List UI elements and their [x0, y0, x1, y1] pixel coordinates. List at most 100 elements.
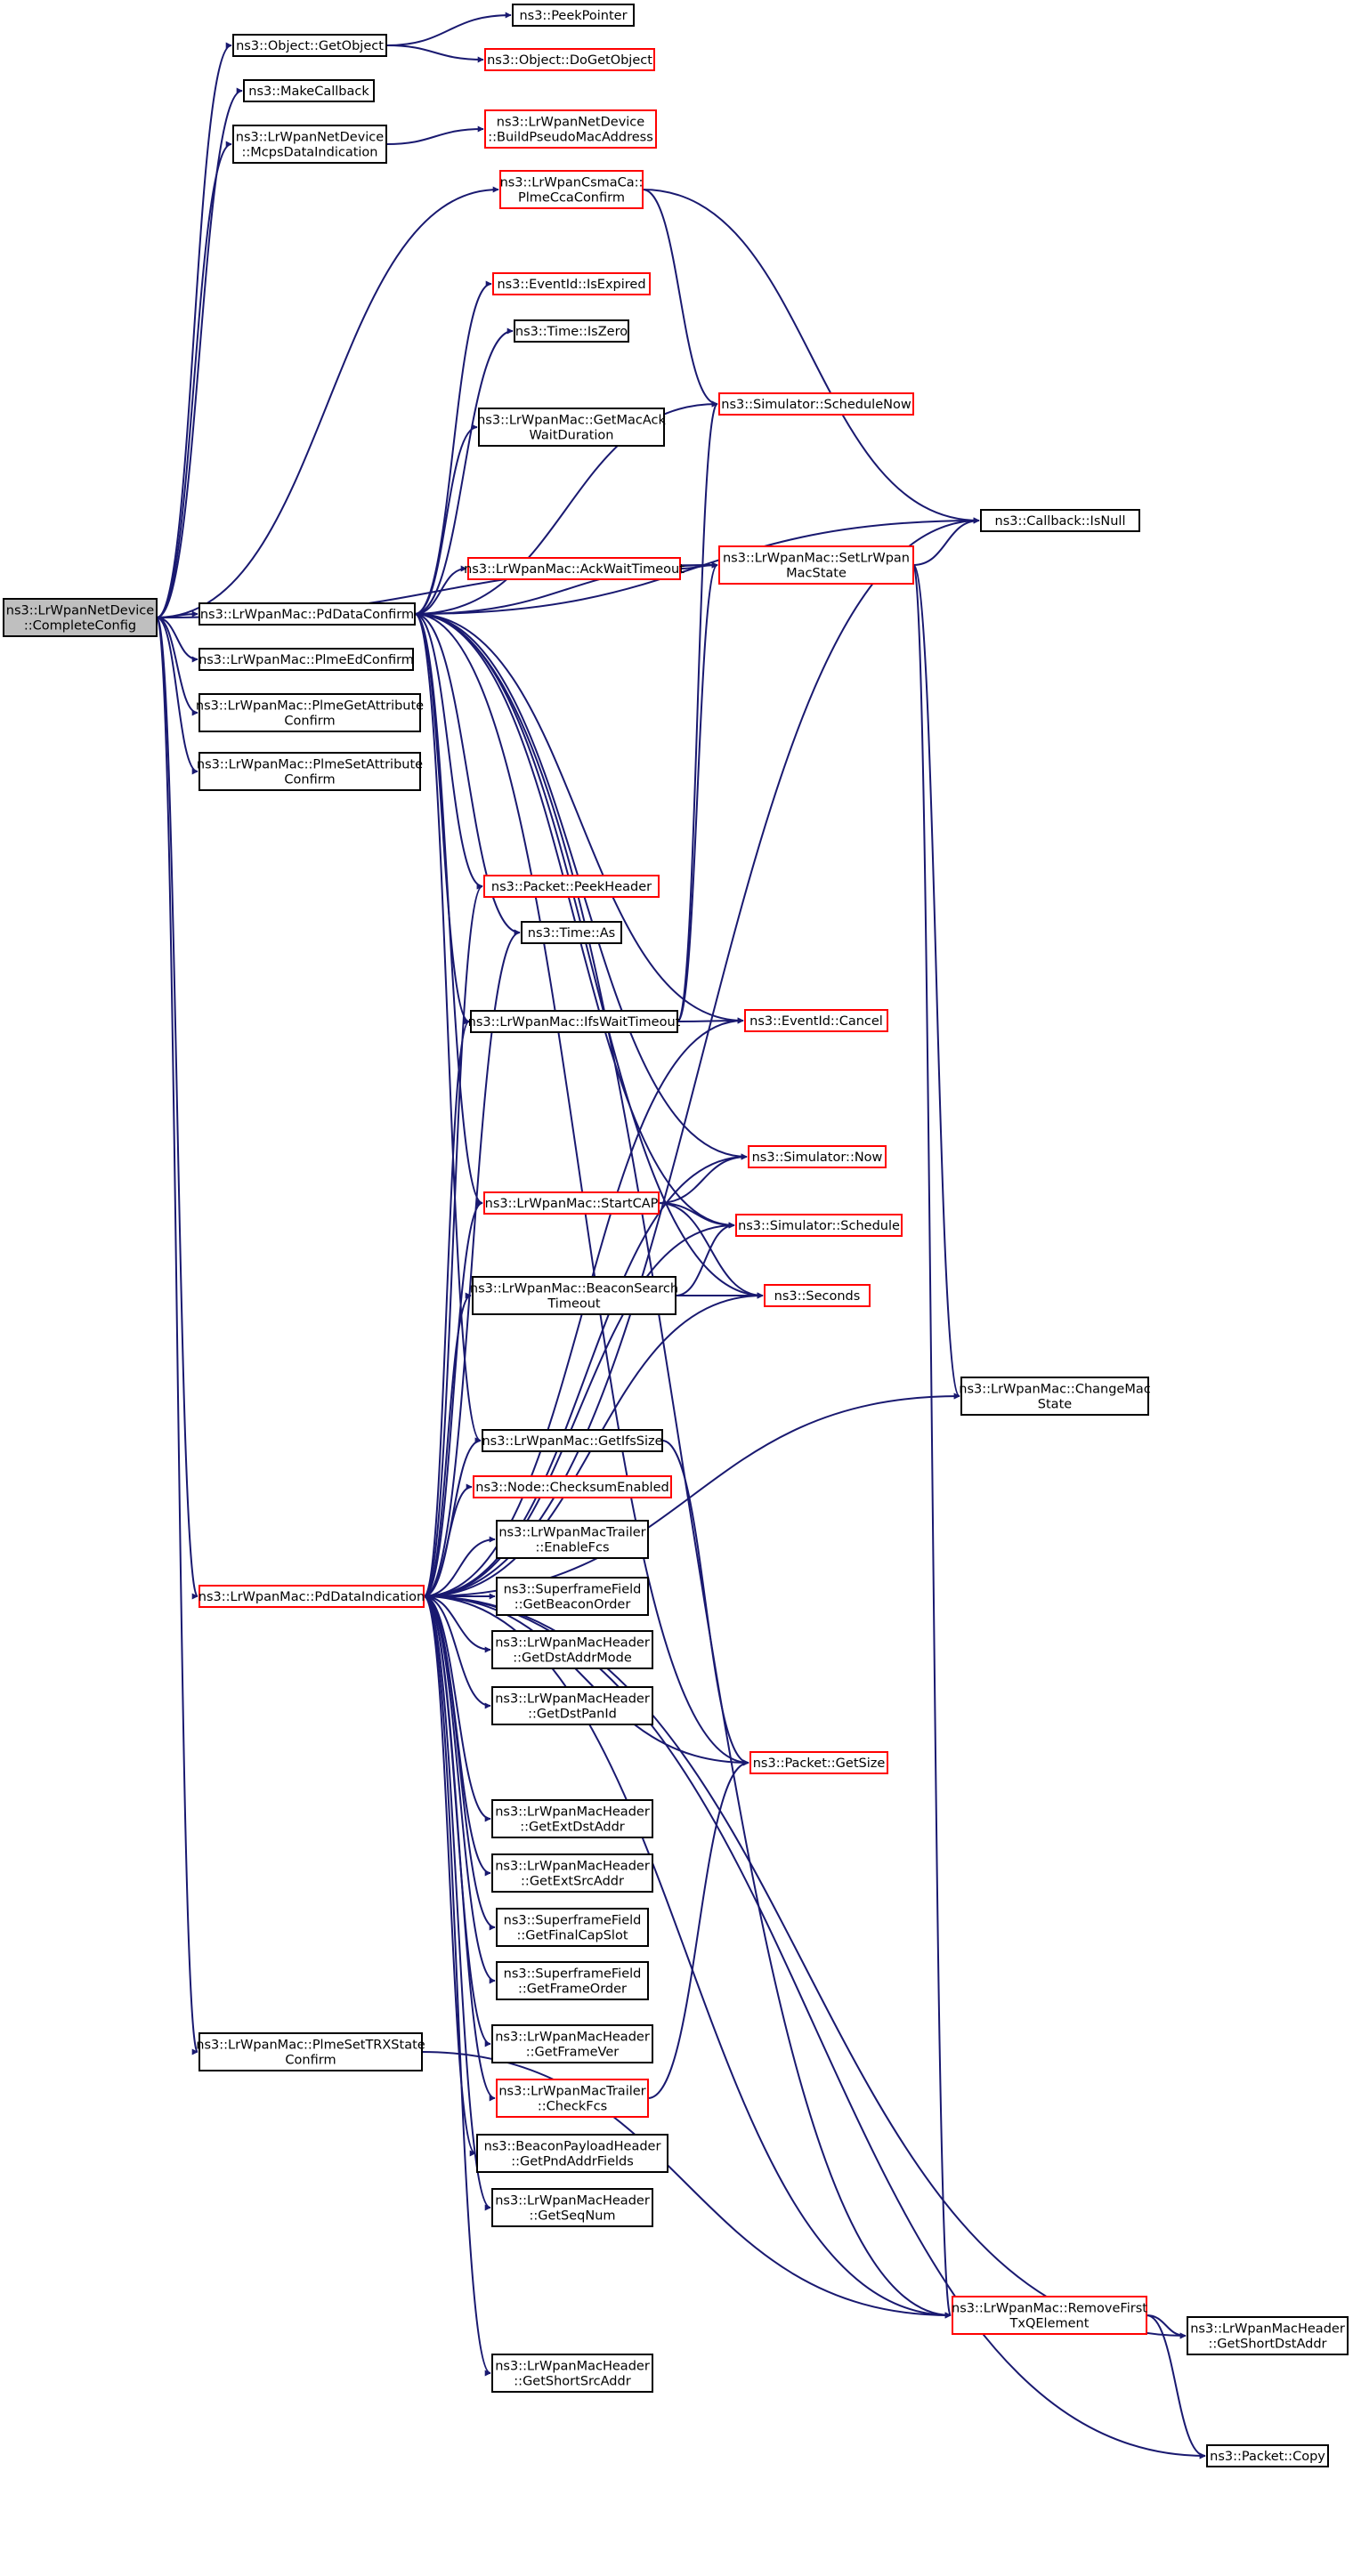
- node-plme-ed-confirm[interactable]: ns3::LrWpanMac::PlmeEdConfirm: [198, 648, 414, 671]
- node-pd-data-confirm[interactable]: ns3::LrWpanMac::PdDataConfirm: [198, 602, 416, 626]
- node-box: [491, 2354, 653, 2393]
- edge-set_lrwpan_mac_state-to-remove_first_tx_q: [912, 564, 952, 2318]
- edge-pd_data_indication-to-checksum_enabled: [423, 1483, 473, 1597]
- node-label: ns3::Packet::Copy: [1210, 2450, 1325, 2464]
- node-make-callback[interactable]: ns3::MakeCallback: [243, 79, 375, 102]
- node-get-seq-num[interactable]: ns3::LrWpanMacHeader::GetSeqNum: [491, 2188, 653, 2227]
- node-start-cap[interactable]: ns3::LrWpanMac::StartCAP: [483, 1191, 660, 1215]
- node-label: ns3::LrWpanMac::IfsWaitTimeout: [468, 1015, 681, 1030]
- node-label: ns3::LrWpanMacHeader: [495, 1860, 650, 1874]
- node-label: ns3::LrWpanMacHeader: [495, 2194, 650, 2209]
- node-label: ns3::LrWpanMac::PlmeSetAttribute: [197, 758, 423, 772]
- edge-complete_config-to-plme_set_trx_state_confirm: [156, 617, 198, 2055]
- edge-pd_data_confirm-to-simulator_schedule: [414, 613, 735, 1229]
- node-get-pnd-addr-fields[interactable]: ns3::BeaconPayloadHeader::GetPndAddrFiel…: [476, 2134, 668, 2173]
- edge-pd_data_indication-to-check_fcs: [423, 1595, 496, 2102]
- node-plme-cca-confirm[interactable]: ns3::LrWpanCsmaCa::PlmeCcaConfirm: [499, 170, 644, 209]
- node-ack-wait-timeout[interactable]: ns3::LrWpanMac::AckWaitTimeout: [464, 557, 685, 580]
- node-box: [491, 2024, 653, 2063]
- node-label: ::GetShortDstAddr: [1209, 2338, 1327, 2352]
- node-label: ns3::Object::GetObject: [236, 39, 384, 53]
- node-box: [749, 1751, 888, 1774]
- node-schedule-now[interactable]: ns3::Simulator::ScheduleNow: [718, 392, 914, 416]
- node-event-cancel[interactable]: ns3::EventId::Cancel: [744, 1009, 888, 1032]
- node-checksum-enabled[interactable]: ns3::Node::ChecksumEnabled: [473, 1475, 672, 1498]
- node-get-ext-src-addr[interactable]: ns3::LrWpanMacHeader::GetExtSrcAddr: [491, 1853, 653, 1893]
- edge-pd_data_indication-to-get_seq_num: [423, 1595, 491, 2211]
- node-box: [952, 2296, 1147, 2335]
- node-box: [478, 408, 665, 447]
- function-nodes: ns3::LrWpanNetDevice::CompleteConfigns3:…: [3, 4, 1349, 2467]
- node-mcps-data-indication[interactable]: ns3::LrWpanNetDevice::McpsDataIndication: [232, 125, 387, 164]
- node-ifs-wait-timeout[interactable]: ns3::LrWpanMac::IfsWaitTimeout: [468, 1010, 681, 1033]
- node-label: ::BuildPseudoMacAddress: [488, 131, 653, 145]
- node-box: [232, 34, 387, 57]
- node-label: ::GetFrameOrder: [518, 1982, 627, 1997]
- node-get-ext-dst-addr[interactable]: ns3::LrWpanMacHeader::GetExtDstAddr: [491, 1799, 653, 1838]
- edge-pd_data_confirm-to-time_is_zero: [414, 327, 514, 615]
- node-label: WaitDuration: [530, 429, 614, 443]
- node-box: [232, 125, 387, 164]
- node-get-short-src-addr[interactable]: ns3::LrWpanMacHeader::GetShortSrcAddr: [491, 2354, 653, 2393]
- node-build-pseudo-mac[interactable]: ns3::LrWpanNetDevice::BuildPseudoMacAddr…: [484, 109, 657, 149]
- node-seconds[interactable]: ns3::Seconds: [764, 1284, 871, 1307]
- node-packet-get-size[interactable]: ns3::Packet::GetSize: [749, 1751, 888, 1774]
- node-get-ifs-size[interactable]: ns3::LrWpanMac::GetIfsSize: [482, 1429, 663, 1452]
- node-box: [476, 2134, 668, 2173]
- edge-get_object-to-do_get_object: [385, 44, 484, 63]
- edge-complete_config-to-plme_ed_confirm: [156, 617, 198, 663]
- node-box: [521, 921, 622, 944]
- edge-pd_data_confirm-to-time_as: [414, 613, 521, 936]
- node-get-dst-addr-mode[interactable]: ns3::LrWpanMacHeader::GetDstAddrMode: [491, 1630, 653, 1669]
- node-event-is-expired[interactable]: ns3::EventId::IsExpired: [492, 272, 651, 295]
- node-box: [198, 602, 416, 626]
- node-label: MacState: [786, 567, 847, 581]
- node-label: ns3::Time::IsZero: [515, 325, 628, 339]
- node-box: [198, 1585, 425, 1608]
- node-simulator-now[interactable]: ns3::Simulator::Now: [748, 1145, 887, 1168]
- node-get-dst-pan-id[interactable]: ns3::LrWpanMacHeader::GetDstPanId: [491, 1686, 653, 1725]
- node-do-get-object[interactable]: ns3::Object::DoGetObject: [484, 48, 655, 71]
- node-box: [514, 319, 629, 343]
- node-enable-fcs[interactable]: ns3::LrWpanMacTrailer::EnableFcs: [496, 1520, 649, 1559]
- node-get-object[interactable]: ns3::Object::GetObject: [232, 34, 387, 57]
- edge-pd_data_indication-to-time_as: [423, 929, 521, 1597]
- node-box: [491, 2188, 653, 2227]
- node-check-fcs[interactable]: ns3::LrWpanMacTrailer::CheckFcs: [496, 2079, 649, 2118]
- node-packet-peek-header[interactable]: ns3::Packet::PeekHeader: [483, 875, 660, 898]
- node-label: ::GetExtSrcAddr: [521, 1875, 624, 1889]
- edge-pd_data_indication-to-get_frame_order: [423, 1595, 496, 1984]
- node-box: [748, 1145, 887, 1168]
- node-callback-is-null[interactable]: ns3::Callback::IsNull: [980, 509, 1140, 532]
- node-box: [491, 1630, 653, 1669]
- node-get-frame-order[interactable]: ns3::SuperframeField::GetFrameOrder: [496, 1961, 649, 2000]
- edge-pd_data_indication-to-beacon_search_timeout: [423, 1292, 472, 1597]
- node-box: [496, 1577, 649, 1616]
- node-complete-config[interactable]: ns3::LrWpanNetDevice::CompleteConfig: [3, 598, 158, 637]
- node-packet-copy[interactable]: ns3::Packet::Copy: [1206, 2444, 1329, 2467]
- node-simulator-schedule[interactable]: ns3::Simulator::Schedule: [735, 1214, 903, 1237]
- node-label: ns3::Packet::PeekHeader: [491, 880, 652, 894]
- node-get-beacon-order[interactable]: ns3::SuperframeField::GetBeaconOrder: [496, 1577, 649, 1616]
- node-label: ns3::LrWpanMacHeader: [495, 2031, 650, 2045]
- edge-pd_data_indication-to-simulator_now: [423, 1153, 748, 1597]
- node-get-frame-ver[interactable]: ns3::LrWpanMacHeader::GetFrameVer: [491, 2024, 653, 2063]
- node-get-short-dst-addr[interactable]: ns3::LrWpanMacHeader::GetShortDstAddr: [1187, 2316, 1349, 2355]
- node-label: ns3::LrWpanMacHeader: [495, 2360, 650, 2374]
- node-pd-data-indication[interactable]: ns3::LrWpanMac::PdDataIndication: [198, 1585, 425, 1608]
- node-box: [470, 1010, 678, 1033]
- edge-ifs_wait_timeout-to-schedule_now: [676, 400, 718, 1022]
- node-get-final-cap-slot[interactable]: ns3::SuperframeField::GetFinalCapSlot: [496, 1908, 649, 1947]
- node-time-as[interactable]: ns3::Time::As: [521, 921, 622, 944]
- node-time-is-zero[interactable]: ns3::Time::IsZero: [514, 319, 629, 343]
- node-peek-pointer[interactable]: ns3::PeekPointer: [512, 4, 635, 27]
- edge-plme_set_trx_state_confirm-to-remove_first_tx_q: [421, 2051, 952, 2319]
